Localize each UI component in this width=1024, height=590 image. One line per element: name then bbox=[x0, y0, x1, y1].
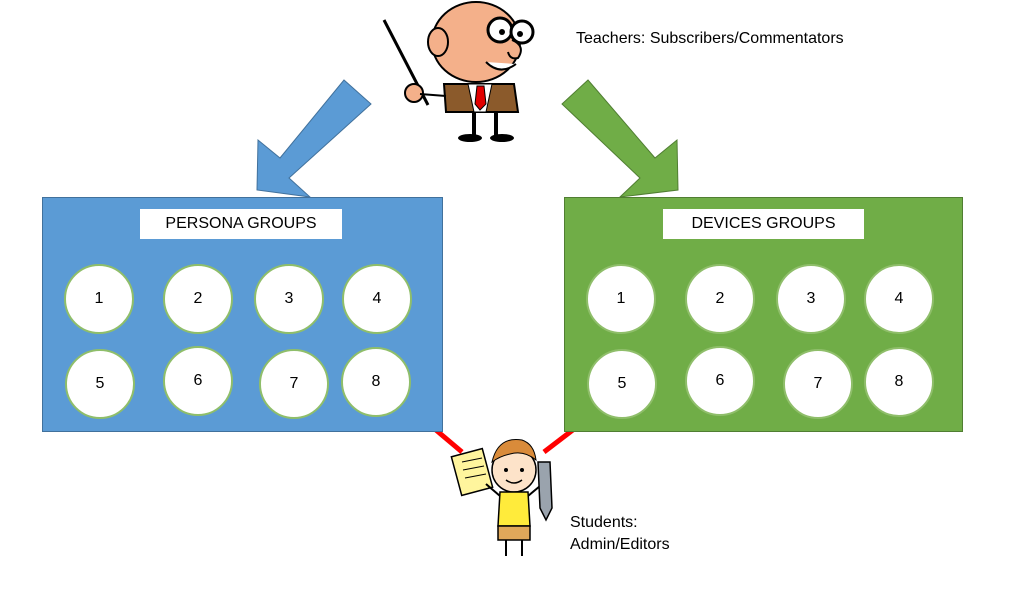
devices-groups-panel: DEVICES GROUPS 1 2 3 4 5 6 7 8 bbox=[564, 197, 963, 432]
teachers-caption: Teachers: Subscribers/Commentators bbox=[576, 30, 844, 47]
students-caption-line-2: Admin/Editors bbox=[570, 536, 670, 553]
teacher-to-persona-arrow bbox=[256, 79, 372, 198]
devices-group-2[interactable]: 2 bbox=[685, 264, 755, 334]
devices-group-1[interactable]: 1 bbox=[586, 264, 656, 334]
persona-group-2[interactable]: 2 bbox=[163, 264, 233, 334]
persona-group-6[interactable]: 6 bbox=[163, 346, 233, 416]
persona-group-8[interactable]: 8 bbox=[341, 347, 411, 417]
students-caption-line-1: Students: bbox=[570, 514, 638, 531]
persona-group-3[interactable]: 3 bbox=[254, 264, 324, 334]
teacher-figure bbox=[382, 1, 535, 142]
devices-group-5[interactable]: 5 bbox=[587, 349, 657, 419]
devices-group-3[interactable]: 3 bbox=[776, 264, 846, 334]
student-figure bbox=[450, 438, 553, 556]
students-caption: Students: Admin/Editors bbox=[570, 512, 670, 556]
teacher-to-devices-arrow bbox=[561, 79, 679, 198]
persona-group-7[interactable]: 7 bbox=[259, 349, 329, 419]
devices-group-8[interactable]: 8 bbox=[864, 347, 934, 417]
persona-group-4[interactable]: 4 bbox=[342, 264, 412, 334]
devices-group-4[interactable]: 4 bbox=[864, 264, 934, 334]
devices-groups-title: DEVICES GROUPS bbox=[663, 209, 864, 239]
persona-group-5[interactable]: 5 bbox=[65, 349, 135, 419]
persona-group-1[interactable]: 1 bbox=[64, 264, 134, 334]
persona-groups-panel: PERSONA GROUPS 1 2 3 4 5 6 7 8 bbox=[42, 197, 443, 432]
persona-groups-title: PERSONA GROUPS bbox=[140, 209, 342, 239]
devices-group-7[interactable]: 7 bbox=[783, 349, 853, 419]
devices-group-6[interactable]: 6 bbox=[685, 346, 755, 416]
